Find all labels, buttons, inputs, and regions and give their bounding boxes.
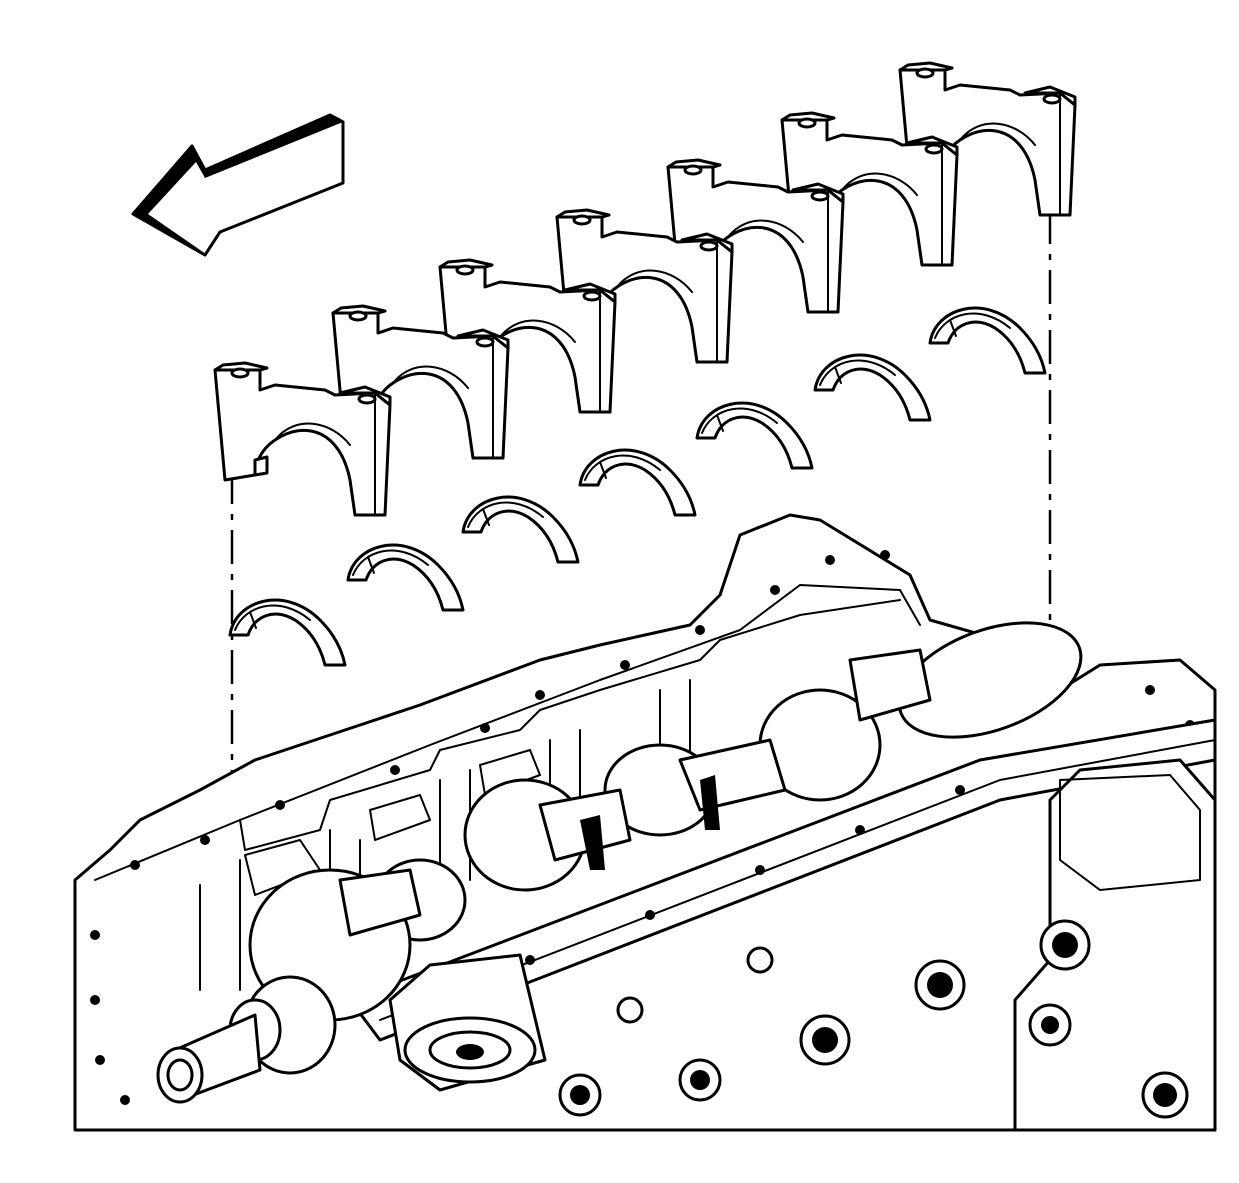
bearing-shell <box>695 401 814 470</box>
engine-block <box>73 513 1217 1132</box>
bearing-cap <box>898 61 1077 217</box>
arrow-left-icon <box>131 113 345 257</box>
bearing-shell <box>228 598 347 667</box>
bearing-shell <box>461 495 580 564</box>
bearing-shell <box>928 306 1047 375</box>
bearing-cap <box>780 111 959 267</box>
bearing-cap <box>666 158 845 314</box>
lower-bearing-shells <box>228 306 1047 667</box>
oil-pickup <box>388 953 547 1092</box>
bearing-shell <box>346 543 465 612</box>
crankshaft <box>156 621 1083 1104</box>
bearing-cap <box>213 361 392 517</box>
bearing-shell <box>578 448 697 517</box>
main-bearing-caps <box>213 61 1077 517</box>
bearing-shell <box>813 353 932 422</box>
